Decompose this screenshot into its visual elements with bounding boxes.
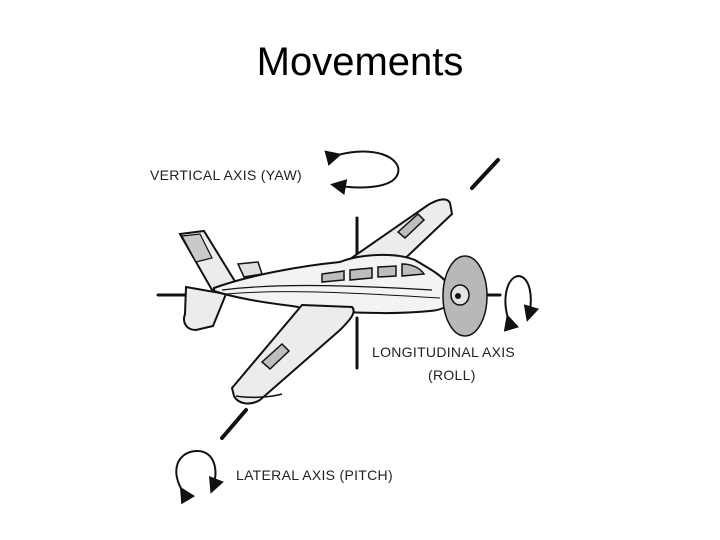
yaw-rotation-arrow bbox=[324, 150, 400, 195]
slide-title: Movements bbox=[256, 40, 464, 84]
propeller-hub bbox=[455, 293, 461, 299]
lateral-axis-line bbox=[220, 158, 500, 440]
horizontal-stabilizer bbox=[183, 285, 228, 332]
fuselage-stripe-lower bbox=[225, 291, 441, 299]
longitudinal-axis-label: LONGITUDINAL AXIS bbox=[372, 344, 515, 360]
upper-aileron bbox=[396, 212, 426, 240]
cabin-windows bbox=[321, 263, 426, 283]
rudder bbox=[181, 233, 213, 263]
lateral-axis-label: LATERAL AXIS (PITCH) bbox=[236, 467, 393, 483]
roll-label: (ROLL) bbox=[428, 367, 476, 383]
pitch-rotation-arrow bbox=[175, 449, 224, 505]
lower-wingtip bbox=[235, 393, 283, 399]
roll-rotation-arrow bbox=[503, 274, 540, 332]
lower-aileron bbox=[260, 342, 291, 371]
fuselage-stripe bbox=[221, 284, 433, 291]
vertical-axis-label: VERTICAL AXIS (YAW) bbox=[150, 167, 302, 183]
lower-wing bbox=[230, 303, 355, 405]
upper-wing bbox=[336, 198, 454, 270]
